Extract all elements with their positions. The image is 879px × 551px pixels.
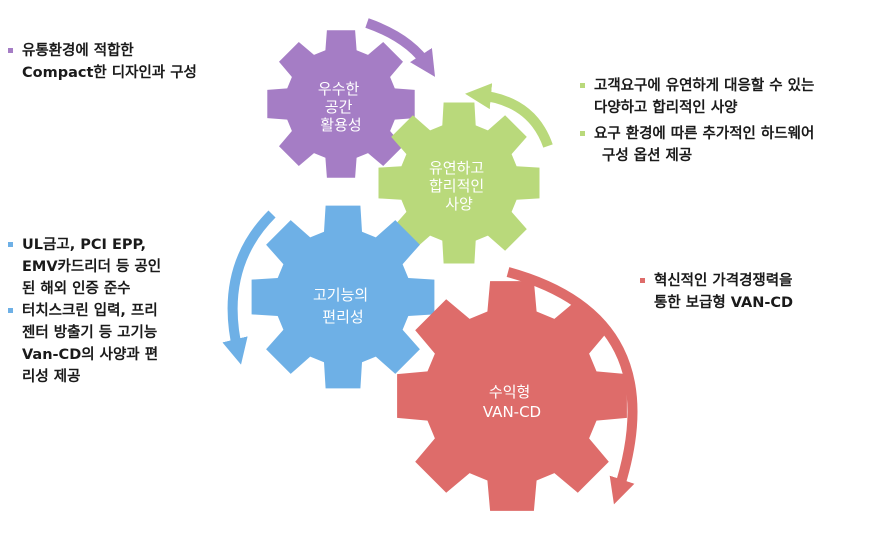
note-line: 터치스크린 입력, 프리 <box>22 303 158 319</box>
bullet-marker <box>580 131 585 136</box>
purple-cycle-arrow <box>365 18 436 77</box>
note-line: 요구 환경에 따른 추가적인 하드웨어 <box>594 126 815 142</box>
green-cycle-arrow <box>465 83 553 148</box>
gear-conv-label: 고기능의 편리성 <box>313 286 373 326</box>
note-profit: 혁신적인 가격경쟁력을 통한 보급형 VAN-CD <box>640 270 793 314</box>
gear-profit: 수익형 VAN-CD <box>397 281 627 511</box>
note-line: 고객요구에 유연하게 대응할 수 있는 <box>594 78 815 94</box>
bullet-marker <box>640 278 645 283</box>
gear-space-shape <box>267 30 415 178</box>
note-line: 다양하고 합리적인 사양 <box>594 100 738 116</box>
note-item: 요구 환경에 따른 추가적인 하드웨어 구성 옵션 제공 <box>580 123 814 167</box>
gear-conv: 고기능의 편리성 <box>251 205 435 389</box>
red-cycle-arrow <box>506 267 638 505</box>
note-line: EMV카드리더 등 공인 <box>22 259 162 275</box>
note-line: 구성 옵션 제공 <box>602 148 693 164</box>
gear-conv-shape <box>251 205 435 389</box>
note-line: 유통환경에 적합한 <box>22 43 134 59</box>
note-line: Compact한 디자인과 구성 <box>22 65 197 81</box>
gear-flex: 유연하고 합리적인 사양 <box>378 102 540 264</box>
note-item: 혁신적인 가격경쟁력을 통한 보급형 VAN-CD <box>640 270 793 314</box>
note-line: 통한 보급형 VAN-CD <box>654 295 794 311</box>
note-line: 된 해외 인증 준수 <box>22 281 131 297</box>
bullet-marker <box>8 308 13 313</box>
gear-space-label: 우수한 공간 활용성 <box>318 80 364 134</box>
note-line: Van-CD의 사양과 편 <box>22 347 159 363</box>
bullet-marker <box>580 83 585 88</box>
gear-space: 우수한 공간 활용성 <box>267 30 415 178</box>
note-item: UL금고, PCI EPP, EMV카드리더 등 공인 된 해외 인증 준수 <box>8 234 161 300</box>
blue-cycle-arrow <box>222 210 276 365</box>
bullet-marker <box>8 242 13 247</box>
gear-flex-shape <box>378 102 540 264</box>
note-line: 혁신적인 가격경쟁력을 <box>654 273 793 289</box>
note-flex: 고객요구에 유연하게 대응할 수 있는 다양하고 합리적인 사양 요구 환경에 … <box>580 75 814 167</box>
note-line: UL금고, PCI EPP, <box>22 237 146 253</box>
note-line: 리성 제공 <box>22 369 81 385</box>
gear-profit-shape <box>397 281 627 511</box>
note-line: 젠터 방출기 등 고기능 <box>22 325 158 341</box>
gear-profit-label: 수익형 VAN-CD <box>483 383 541 421</box>
note-conv: UL금고, PCI EPP, EMV카드리더 등 공인 된 해외 인증 준수 터… <box>8 234 161 388</box>
note-item: 터치스크린 입력, 프리 젠터 방출기 등 고기능 Van-CD의 사양과 편 … <box>8 300 161 388</box>
note-item: 고객요구에 유연하게 대응할 수 있는 다양하고 합리적인 사양 <box>580 75 814 119</box>
gear-flex-label: 유연하고 합리적인 사양 <box>429 159 489 213</box>
note-item: 유통환경에 적합한 Compact한 디자인과 구성 <box>8 40 197 84</box>
note-space: 유통환경에 적합한 Compact한 디자인과 구성 <box>8 40 197 84</box>
bullet-marker <box>8 48 13 53</box>
